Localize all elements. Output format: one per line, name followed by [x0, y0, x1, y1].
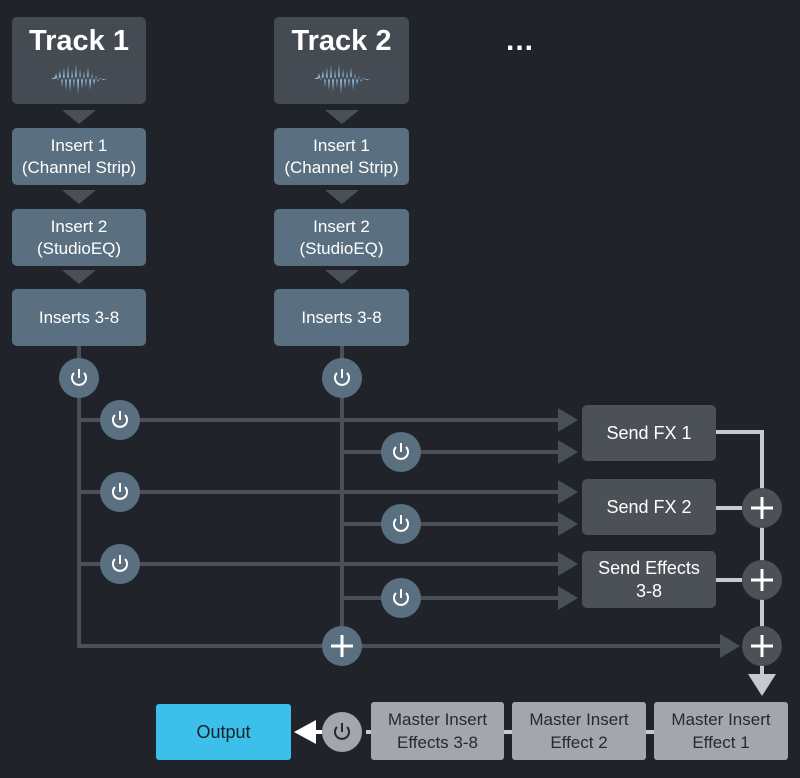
send-effects-3-8-box[interactable]: Send Effects 3-8	[582, 551, 716, 608]
master-insert-1-box[interactable]: Master Insert Effect 1	[654, 702, 788, 760]
send-fx-2-box[interactable]: Send FX 2	[582, 479, 716, 535]
inserts-3-8-box[interactable]: Inserts 3-8	[12, 289, 146, 346]
master-insert-2-box[interactable]: Master Insert Effect 2	[512, 702, 646, 760]
inserts-3-8-box[interactable]: Inserts 3-8	[274, 289, 409, 346]
power-icon[interactable]	[381, 432, 421, 472]
chain-arrows	[62, 110, 359, 284]
insert-1-box[interactable]: Insert 1 (Channel Strip)	[12, 128, 146, 185]
waveform-icon	[314, 61, 370, 97]
insert-2-box[interactable]: Insert 2 (StudioEQ)	[12, 209, 146, 266]
output-box[interactable]: Output	[156, 704, 291, 760]
power-icon[interactable]	[381, 578, 421, 618]
track-2-box[interactable]: Track 2	[274, 17, 409, 104]
master-in-arrow	[748, 674, 776, 696]
send-fx-1-box[interactable]: Send FX 1	[582, 405, 716, 461]
track-1-box[interactable]: Track 1	[12, 17, 146, 104]
track-wires	[77, 345, 722, 648]
track-title: Track 2	[291, 25, 392, 57]
power-icon[interactable]	[100, 544, 140, 584]
output-arrow	[294, 720, 316, 744]
waveform-icon	[51, 61, 107, 97]
power-icon[interactable]	[322, 712, 362, 752]
plus-icon	[742, 560, 782, 600]
power-icon[interactable]	[59, 358, 99, 398]
plus-icon	[322, 626, 362, 666]
plus-icon	[742, 488, 782, 528]
sum-nodes	[322, 488, 782, 666]
power-icon[interactable]	[100, 472, 140, 512]
insert-1-box[interactable]: Insert 1 (Channel Strip)	[274, 128, 409, 185]
track-title: Track 1	[29, 25, 129, 57]
plus-icon	[742, 626, 782, 666]
master-insert-3-8-box[interactable]: Master Insert Effects 3-8	[371, 702, 504, 760]
more-tracks-ellipsis: ...	[506, 24, 535, 57]
insert-2-box[interactable]: Insert 2 (StudioEQ)	[274, 209, 409, 266]
power-icon[interactable]	[100, 400, 140, 440]
power-nodes[interactable]	[59, 358, 421, 752]
power-icon[interactable]	[322, 358, 362, 398]
arrowheads	[558, 408, 740, 658]
power-icon[interactable]	[381, 504, 421, 544]
